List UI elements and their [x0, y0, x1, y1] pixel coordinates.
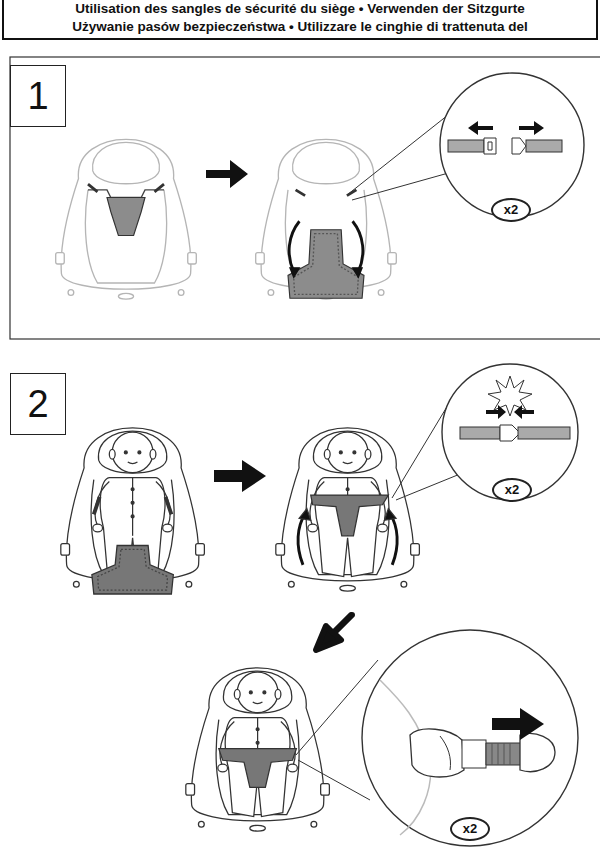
leader-line [352, 172, 452, 200]
step-arrow [206, 160, 248, 188]
seat-drawing [276, 428, 420, 591]
header-text: Utilisation des sangles de sécurité du s… [75, 0, 525, 18]
box-label: x2 [505, 483, 519, 497]
header-box: Utilisation des sangles de sécurité du s… [2, 0, 598, 40]
buckle-detail [448, 121, 562, 154]
step-number: 1 [10, 65, 66, 127]
step-arrow [316, 615, 352, 650]
buckle-detail [460, 376, 570, 441]
quantity-badge: x2 [492, 478, 532, 502]
box-label: 1 [27, 76, 48, 116]
leader-line [392, 405, 448, 498]
leader-line [347, 115, 448, 195]
quantity-badge: x2 [491, 198, 531, 222]
box-label: x2 [463, 822, 477, 836]
hand-detail [380, 680, 555, 835]
panel-frame [10, 57, 600, 339]
detail-circle [440, 73, 584, 217]
step-number: 2 [10, 373, 66, 435]
seat-drawing [56, 139, 197, 299]
seat-drawing [256, 139, 397, 299]
box-label: 2 [27, 384, 48, 424]
leader-line [298, 760, 370, 800]
seat-drawing [61, 428, 205, 594]
quantity-badge: x2 [450, 817, 490, 841]
header-text: Używanie pasów bezpieczeństwa • Utilizza… [72, 18, 528, 36]
step-arrow [214, 460, 266, 492]
box-label: x2 [504, 203, 518, 217]
detail-circle [362, 630, 578, 846]
seat-drawing [186, 668, 330, 831]
leader-line [396, 474, 460, 500]
